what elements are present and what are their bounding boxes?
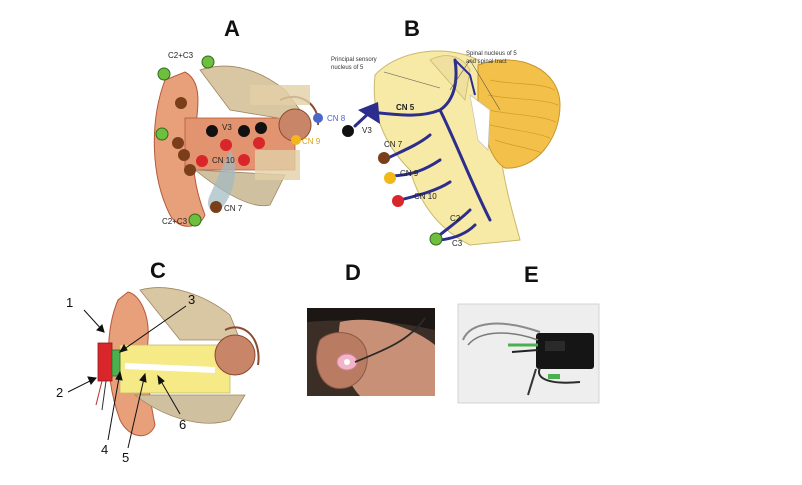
ear-anatomy-illustration-c <box>95 287 260 437</box>
panel-d: D <box>307 260 435 396</box>
label-cn7: CN 7 <box>384 140 403 149</box>
callout-number: 1 <box>66 295 73 310</box>
callout-number: 6 <box>179 417 186 432</box>
brown-dot <box>178 149 190 161</box>
brainstem-illustration <box>353 50 561 246</box>
yellow-dot <box>384 172 396 184</box>
label-c2c3-bottom: C2+C3 <box>162 217 188 226</box>
callout-number: 3 <box>188 292 195 307</box>
brown-dot <box>172 137 184 149</box>
red-dot <box>220 139 232 151</box>
black-dot <box>206 125 218 137</box>
green-dot <box>188 213 202 227</box>
black-dot <box>238 125 250 137</box>
label-principal-sensory-2: nucleus of 5 <box>331 65 364 71</box>
panel-b-letter: B <box>404 16 420 41</box>
green-dot <box>201 55 215 69</box>
label-c2c3-top: C2+C3 <box>168 51 194 60</box>
green-dot <box>155 127 169 141</box>
label-cn9: CN 9 <box>302 137 321 146</box>
panel-c-letter: C <box>150 258 166 283</box>
label-spinal-nucleus-2: and spinal tract <box>466 59 507 65</box>
label-cn7: CN 7 <box>224 204 243 213</box>
black-dot <box>342 125 354 137</box>
brown-dot <box>184 164 196 176</box>
label-cn10: CN 10 <box>414 192 437 201</box>
label-c2: C2 <box>450 214 461 223</box>
label-cn5: CN 5 <box>396 103 415 112</box>
green-dot <box>429 232 443 246</box>
blue-dot <box>313 113 323 123</box>
panel-a-letter: A <box>224 16 240 41</box>
label-cn8: CN 8 <box>327 114 346 123</box>
panel-e-letter: E <box>524 262 539 287</box>
panel-b: B <box>331 16 561 248</box>
label-v3: V3 <box>222 123 232 132</box>
ear-electrode-photo <box>307 308 435 396</box>
brown-dot <box>210 201 222 213</box>
yellow-dot <box>291 135 301 145</box>
label-principal-sensory-1: Principal sensory <box>331 57 377 63</box>
label-v3: V3 <box>362 126 372 135</box>
panel-a: A <box>153 16 346 227</box>
red-dot <box>392 195 404 207</box>
red-dot <box>253 137 265 149</box>
red-dot <box>196 155 208 167</box>
label-spinal-nucleus-1: Spinal nucleus of 5 <box>466 51 517 57</box>
red-dot <box>238 154 250 166</box>
callout-number: 5 <box>122 450 129 465</box>
brown-dot <box>175 97 187 109</box>
brown-dot <box>378 152 390 164</box>
panel-e: E <box>457 262 600 404</box>
green-dot <box>157 67 171 81</box>
panel-c: C 1 2 3 4 5 6 <box>56 258 260 465</box>
stimulator-device-photo <box>457 303 600 404</box>
label-cn9: CN 9 <box>400 169 419 178</box>
panel-d-letter: D <box>345 260 361 285</box>
label-c3: C3 <box>452 239 463 248</box>
label-cn10: CN 10 <box>212 156 235 165</box>
black-dot <box>255 122 267 134</box>
callout-number: 2 <box>56 385 63 400</box>
callout-number: 4 <box>101 442 108 457</box>
